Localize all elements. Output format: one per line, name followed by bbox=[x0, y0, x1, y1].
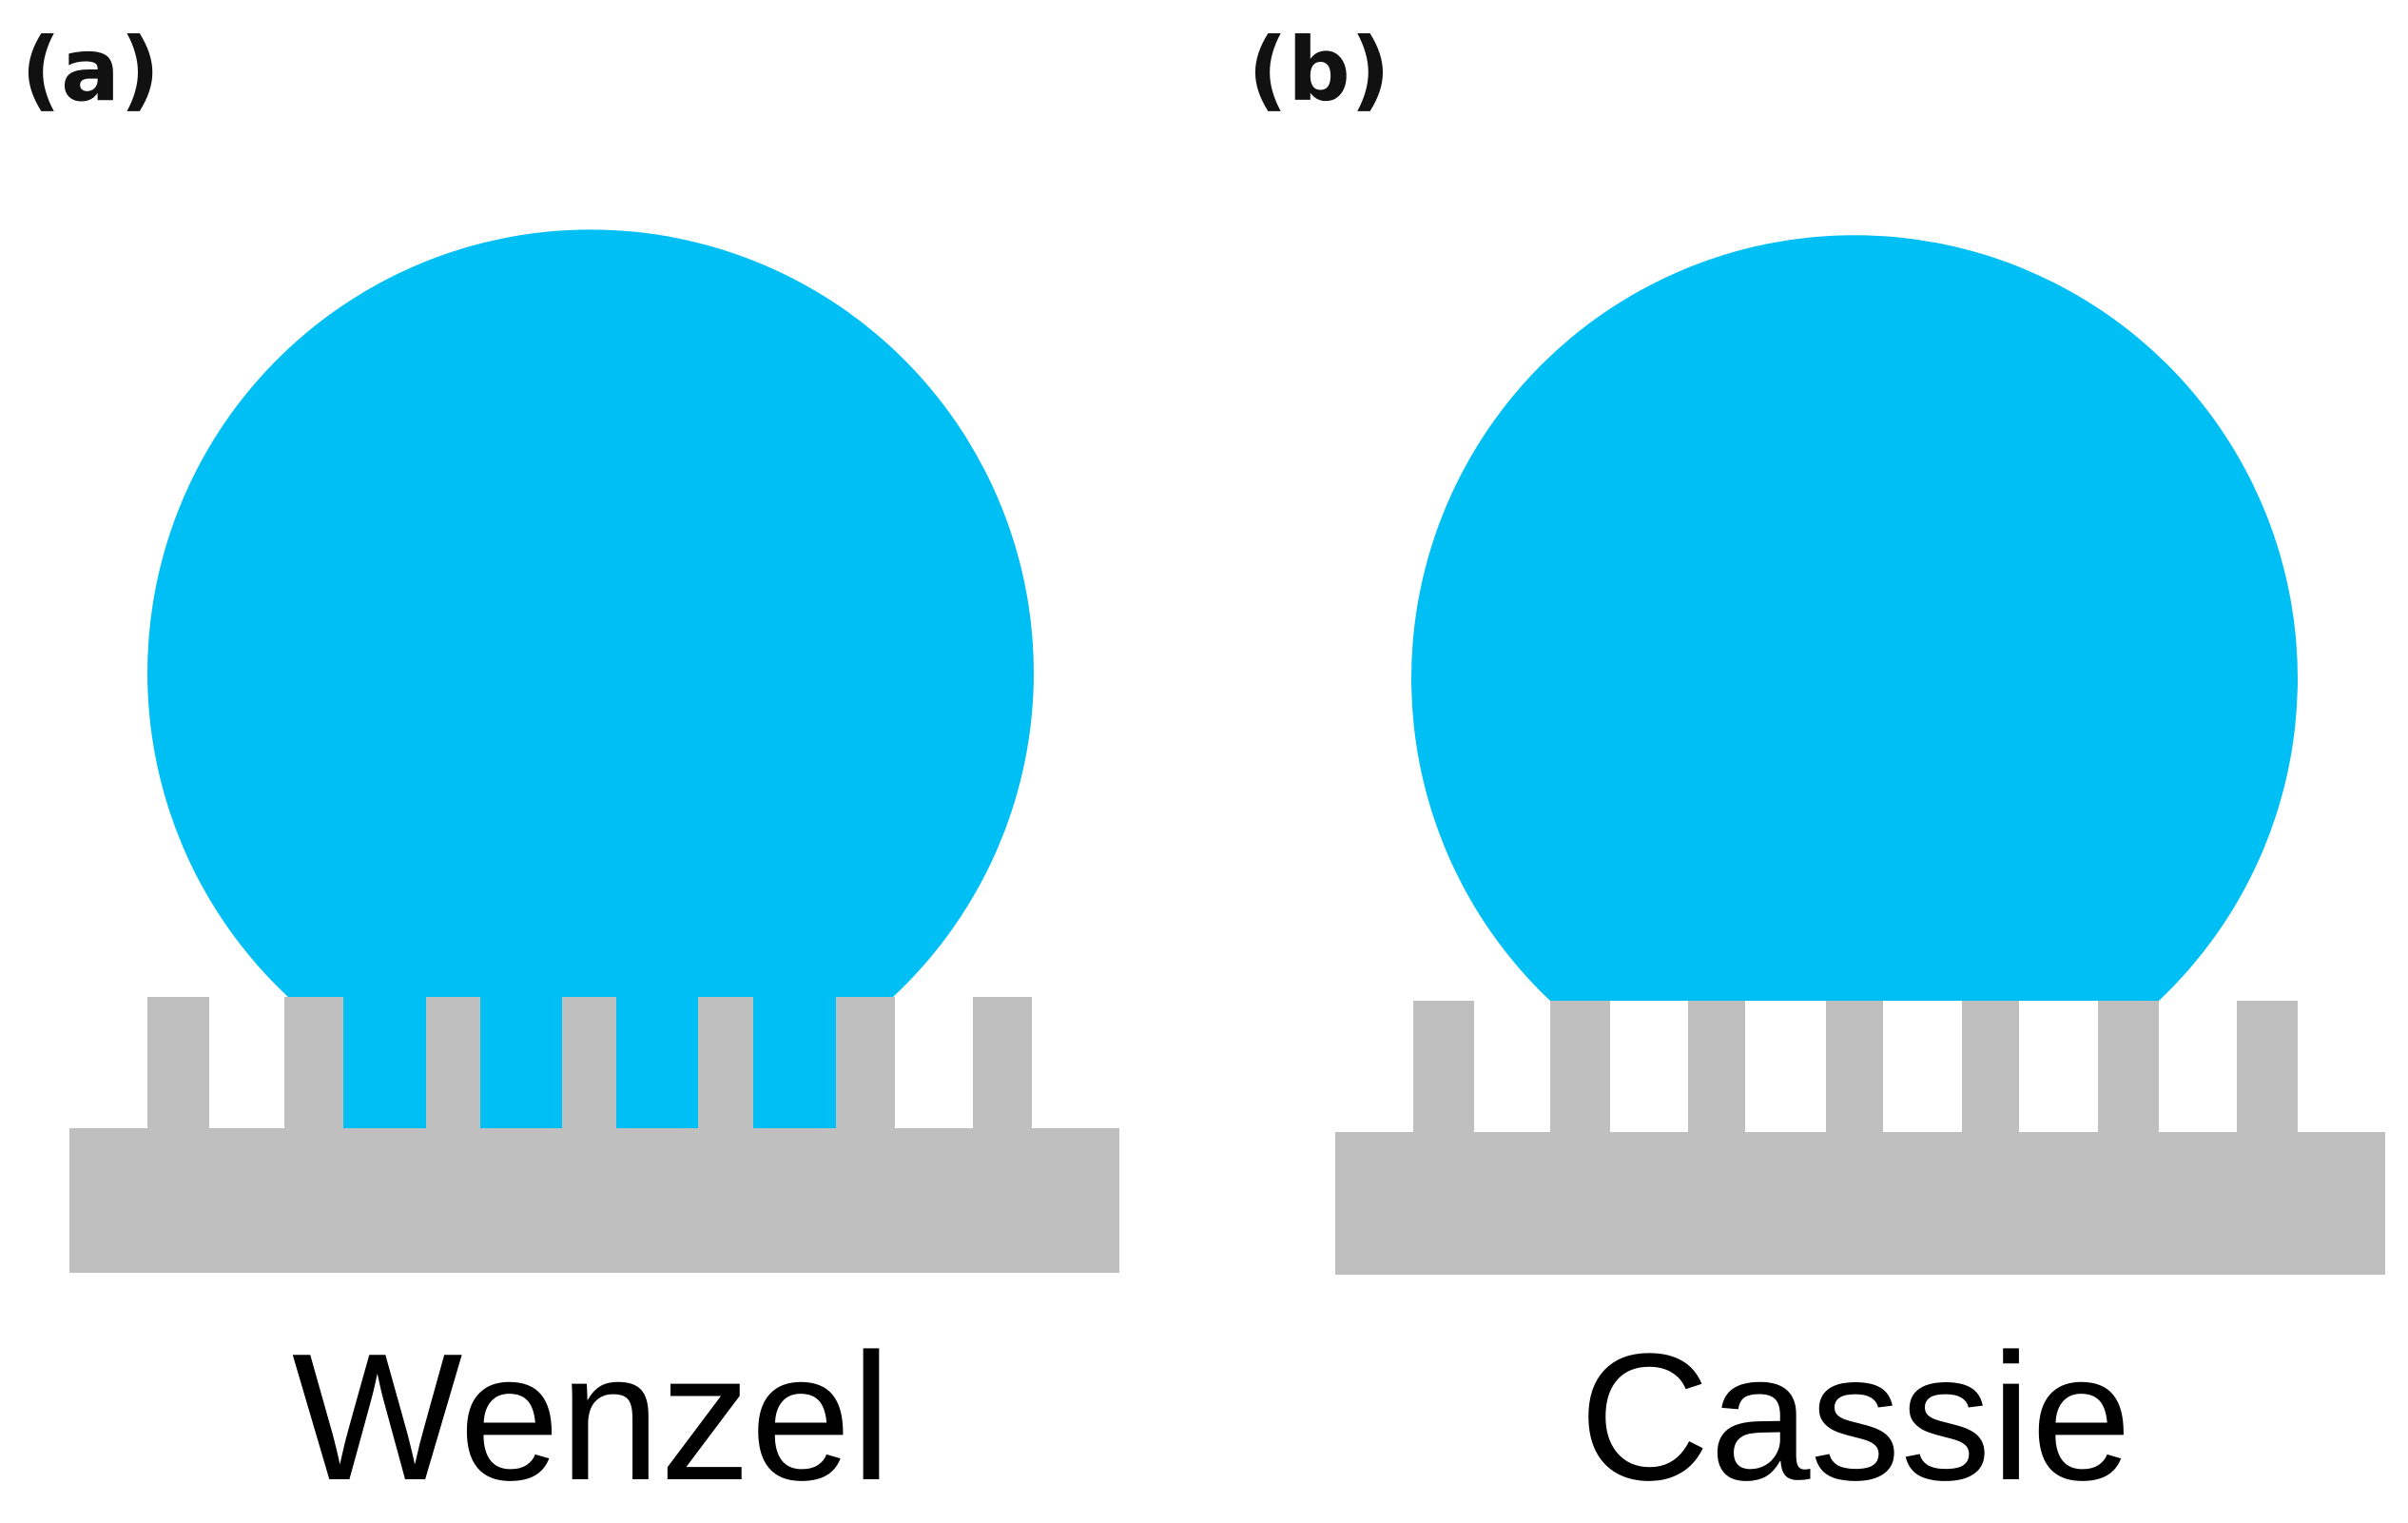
cassie-pillar bbox=[1413, 1001, 1474, 1134]
wenzel-pillar bbox=[973, 997, 1032, 1130]
cassie-pillar bbox=[2237, 1001, 2298, 1134]
wenzel-pillar bbox=[147, 997, 209, 1130]
cassie-substrate-base bbox=[1335, 1132, 2385, 1275]
cassie-droplet bbox=[1411, 235, 2298, 1002]
wenzel-pillar bbox=[562, 997, 616, 1130]
wenzel-pillar bbox=[698, 997, 753, 1130]
cassie-pillar bbox=[1688, 1001, 1745, 1134]
panel-letter-b: (b) bbox=[1248, 19, 1390, 121]
cassie-label: Cassie bbox=[1579, 1317, 2132, 1518]
cassie-pillar bbox=[2098, 1001, 2159, 1134]
wenzel-droplet bbox=[147, 229, 1035, 1130]
wenzel-pillar bbox=[284, 997, 343, 1130]
cassie-pillar bbox=[1826, 1001, 1883, 1134]
wenzel-substrate-base bbox=[69, 1128, 1119, 1273]
cassie-panel bbox=[1335, 235, 2385, 1275]
wenzel-pillar bbox=[836, 997, 895, 1130]
wenzel-pillar bbox=[426, 997, 480, 1130]
cassie-pillar bbox=[1962, 1001, 2019, 1134]
wenzel-panel bbox=[69, 229, 1119, 1273]
panel-letter-a: (a) bbox=[21, 19, 161, 121]
wenzel-label: Wenzel bbox=[291, 1317, 892, 1518]
cassie-pillar bbox=[1550, 1001, 1610, 1134]
